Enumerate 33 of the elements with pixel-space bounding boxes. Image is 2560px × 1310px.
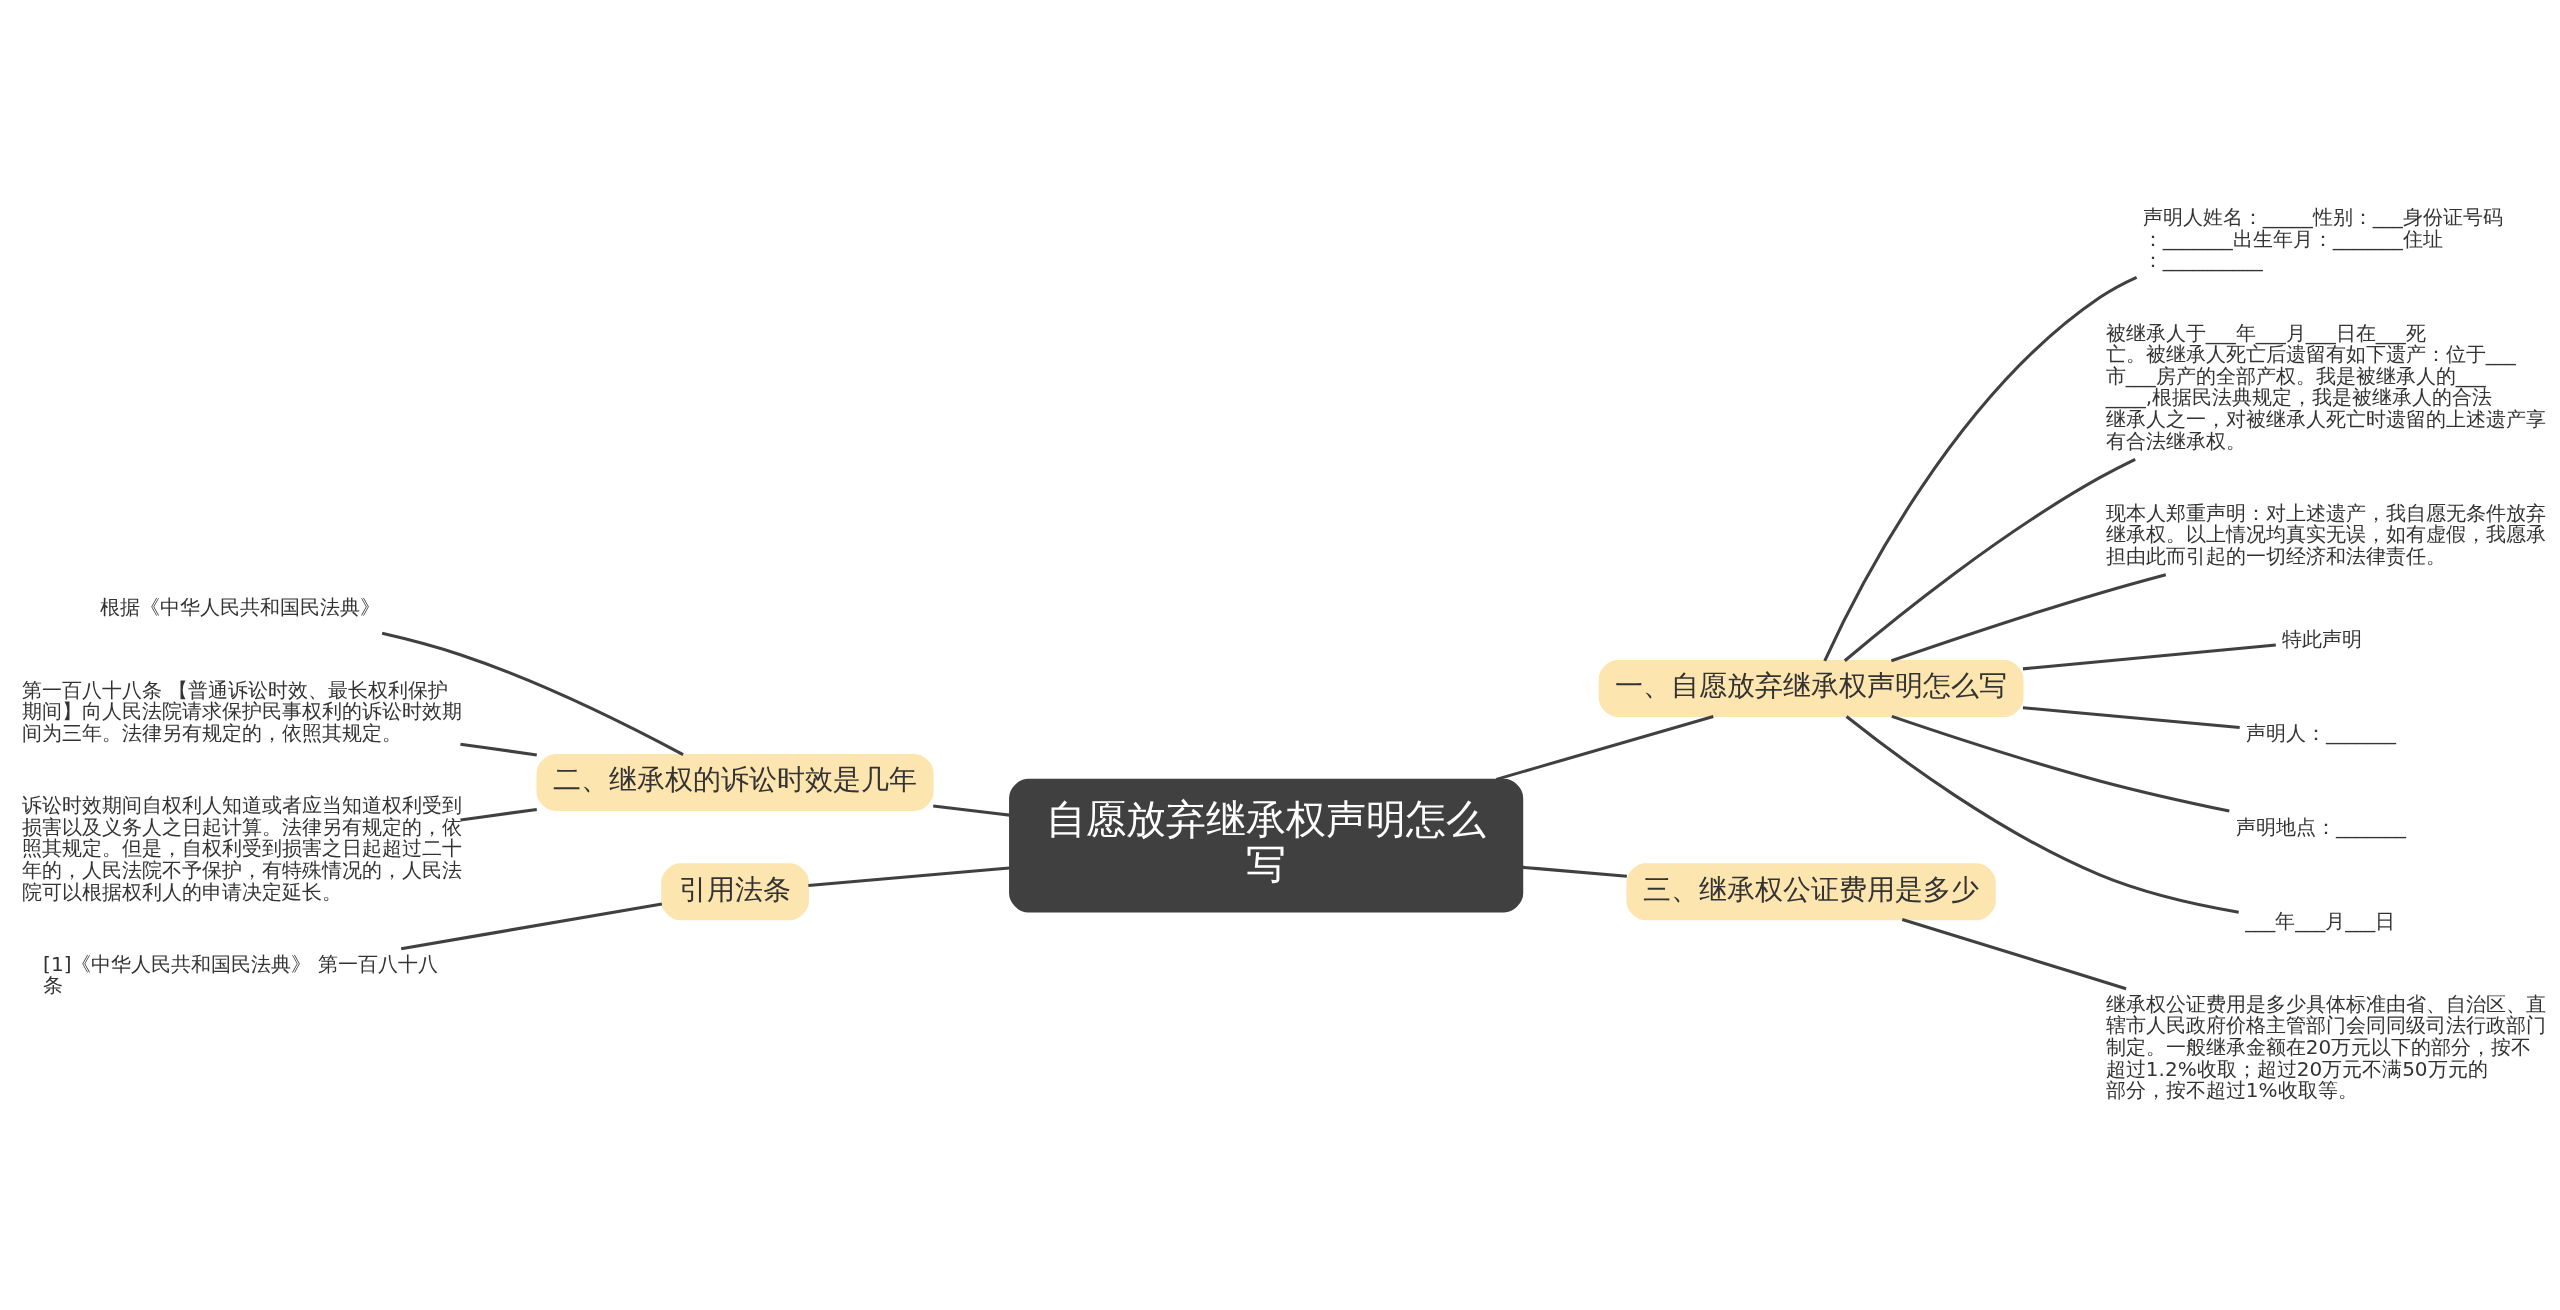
node-box: 二、继承权的诉讼时效是几年 — [536, 753, 934, 811]
node-text: 被继承人于___年___月___日在___死亡。被继承人死亡后遗留有如下遗产：位于___市___房产的全部产权。我是被继承人的_______,根据民法典规定，我是被继承人的合法继承人之一，对被继承人死亡时遗留的上述遗产享有合法继承权。 — [2105, 320, 2546, 453]
node-text: 声明地点：_______ — [2235, 814, 2406, 839]
node-text: 声明人：_______ — [2245, 720, 2396, 745]
connector — [381, 631, 684, 756]
connector — [2022, 705, 2240, 729]
connector — [460, 807, 537, 821]
connector — [1823, 275, 2138, 661]
connector — [1843, 457, 2136, 662]
connector — [808, 865, 1010, 887]
node-text: [1]《中华人民共和国民法典》 第一百八十八条 — [43, 951, 438, 997]
connector — [1891, 714, 2230, 813]
connector — [1890, 572, 2167, 662]
connector — [460, 742, 537, 756]
connector — [400, 902, 663, 950]
node-text: 诉讼时效期间自权利人知道或者应当知道权利受到损害以及义务人之日起计算。法律另有规定的，依照其规定。但是，自权利受到损害之日起超过二十年的，人民法院不予保护，有特殊情况的，人民法院可以根据权利人的申请决定延长。 — [21, 792, 462, 904]
connector — [1845, 714, 2239, 914]
node-text: 特此声明 — [2282, 626, 2363, 651]
connector — [1495, 714, 1714, 781]
node-text: 现本人郑重声明：对上述遗产，我自愿无条件放弃继承权。以上情况均真实无误，如有虚假，我愿承担由此而引起的一切经济和法律责任。 — [2105, 500, 2546, 568]
node-box: 一、自愿放弃继承权声明怎么写 — [1598, 659, 2024, 717]
node-box: 自愿放弃继承权声明怎么写 — [1009, 778, 1524, 913]
connector — [2022, 643, 2276, 670]
connector — [1901, 917, 2127, 990]
node-box: 三、继承权公证费用是多少 — [1626, 862, 1996, 920]
connector — [933, 803, 1010, 817]
node-text: ___年___月___日 — [2245, 908, 2396, 933]
node-text: 继承权公证费用是多少具体标准由省、自治区、直辖市人民政府价格主管部门会同同级司法行政部门制定。一般继承金额在20万元以下的部分，按不超过1.2%收取；超过20万元不满50万元的部分，按不超过1%收取等。 — [2105, 991, 2546, 1102]
connector — [1522, 865, 1627, 878]
node-text: 第一百八十八条 【普通诉讼时效、最长权利保护期间】向人民法院请求保护民事权利的诉讼时效期间为三年。法律另有规定的，依照其规定。 — [21, 677, 462, 745]
node-text: 根据《中华人民共和国民法典》 — [100, 594, 381, 619]
node-box: 引用法条 — [661, 862, 809, 920]
node-text: 声明人姓名：_____性别：___身份证号码：_______出生年月：_______住址：__________ — [2142, 204, 2503, 272]
